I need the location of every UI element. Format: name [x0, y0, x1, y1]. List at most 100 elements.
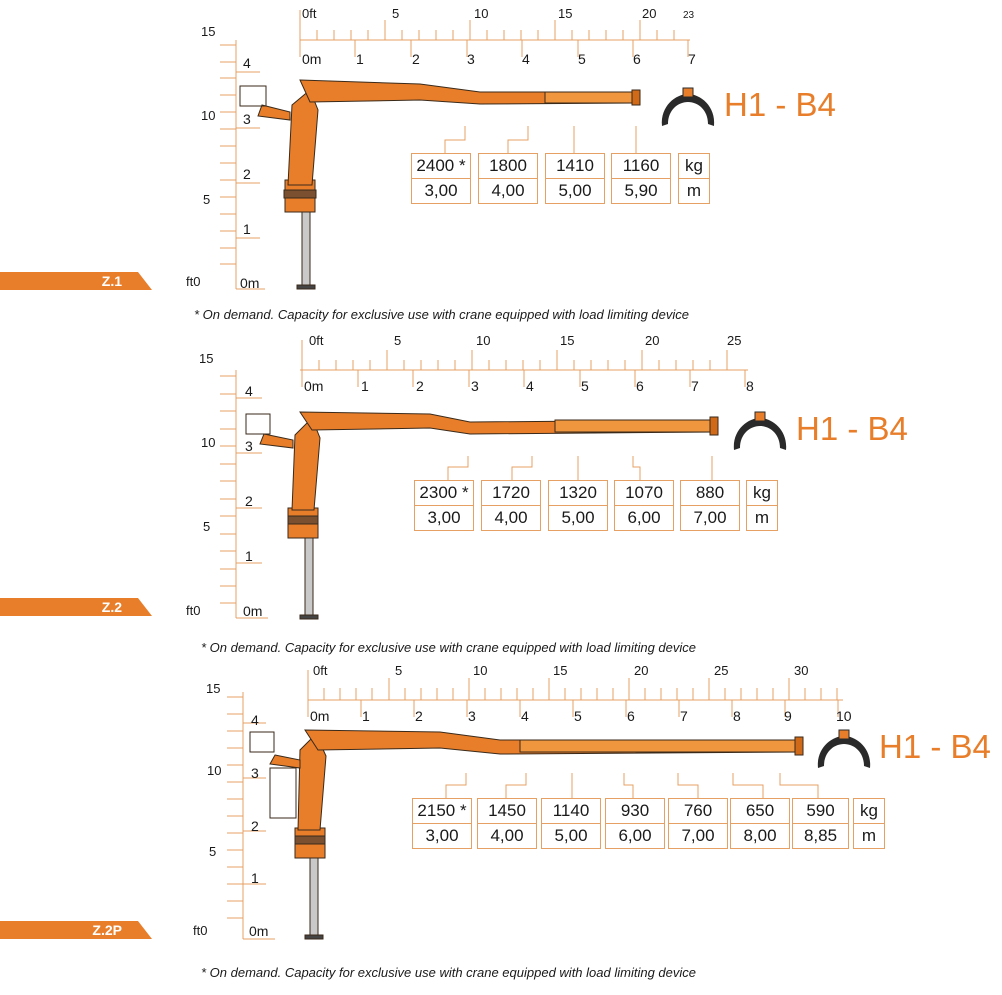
ft-label: 15 — [560, 333, 574, 348]
ft-label: 10 — [207, 763, 221, 778]
model-tag-z2p: Z.2P — [0, 921, 152, 939]
capacity-cell: 2300 * 3,00 — [414, 480, 474, 531]
capacity-cell: 2400 * 3,00 — [411, 153, 471, 204]
m-label: 7 — [680, 708, 688, 724]
capacity-cell: 590 8,85 — [792, 798, 849, 849]
ft-label: 0ft — [313, 663, 328, 678]
reach-value: 3,00 — [425, 826, 459, 845]
reach-value: 3,00 — [424, 181, 458, 200]
m-label: 2 — [243, 166, 251, 182]
m-label: 1 — [361, 378, 369, 394]
capacity-cell: 1070 6,00 — [614, 480, 674, 531]
crane-illustration — [249, 729, 804, 940]
unit-kg: kg — [854, 799, 884, 824]
capacity-cell: 1800 4,00 — [478, 153, 538, 204]
unit-m: m — [686, 181, 702, 200]
ft-label: 15 — [199, 351, 213, 366]
ft-label: 0ft — [302, 6, 317, 21]
m-label: 2 — [245, 493, 253, 509]
ft-label: 0ft — [309, 333, 324, 348]
ft-label: 5 — [203, 192, 210, 207]
m-label: 3 — [467, 51, 475, 67]
footnote: * On demand. Capacity for exclusive use … — [201, 640, 696, 655]
ft-label: 15 — [206, 681, 220, 696]
load-value: 760 — [669, 799, 727, 824]
crane-diagram-z2: 15 10 5 ft0 4 3 2 1 0m 0ft 5 10 15 20 25… — [186, 333, 754, 620]
model-tag-label: Z.2P — [92, 922, 122, 938]
m-label: 0m — [243, 603, 262, 619]
load-value: 2150 * — [413, 799, 471, 824]
crane-diagram-z2p: 15 10 5 ft0 4 3 2 1 0m 0ft 5 10 15 20 25… — [193, 663, 852, 940]
m-label: 2 — [416, 378, 424, 394]
grapple-icon — [728, 410, 792, 457]
unit-m: m — [861, 826, 877, 845]
load-value: 1720 — [482, 481, 540, 506]
ft-label: 15 — [553, 663, 567, 678]
m-label: 8 — [733, 708, 741, 724]
capacity-cell: 1160 5,90 — [611, 153, 671, 204]
capacity-cell: 1320 5,00 — [548, 480, 608, 531]
reach-value: 4,00 — [494, 508, 528, 527]
ft-label: 10 — [201, 108, 215, 123]
capacity-cell: 1410 5,00 — [545, 153, 605, 204]
model-tag-z1: Z.1 — [0, 272, 152, 290]
crane-illustration — [245, 411, 719, 620]
m-label: 2 — [251, 818, 259, 834]
m-label: 1 — [356, 51, 364, 67]
m-label: 8 — [746, 378, 754, 394]
reach-value: 4,00 — [491, 181, 525, 200]
m-label: 0m — [310, 708, 329, 724]
ft-label: 30 — [794, 663, 808, 678]
load-value: 590 — [793, 799, 848, 824]
ft-label: 25 — [714, 663, 728, 678]
unit-cell: kg m — [853, 798, 885, 849]
reach-value: 7,00 — [693, 508, 727, 527]
model-label: H1 - B4 — [796, 410, 908, 447]
ft-label: ft0 — [193, 923, 207, 938]
m-label: 4 — [251, 712, 259, 728]
capacity-cell: 760 7,00 — [668, 798, 728, 849]
unit-cell: kg m — [678, 153, 710, 204]
ft-label: 5 — [392, 6, 399, 21]
ft-label: 20 — [645, 333, 659, 348]
m-label: 4 — [243, 55, 251, 71]
reach-value: 5,00 — [554, 826, 588, 845]
crane-diagram-z1: 15 10 5 ft0 4 3 2 1 0m 0ft 5 10 15 20 23… — [186, 6, 696, 291]
load-value: 1070 — [615, 481, 673, 506]
ft-label: 15 — [201, 24, 215, 39]
m-label: 3 — [243, 111, 251, 127]
m-label: 0m — [304, 378, 323, 394]
load-value: 930 — [606, 799, 664, 824]
unit-cell: kg m — [746, 480, 778, 531]
m-label: 1 — [243, 221, 251, 237]
m-label: 2 — [415, 708, 423, 724]
m-label: 3 — [251, 765, 259, 781]
ft-label: 5 — [395, 663, 402, 678]
chart-panel-z2p: 15 10 5 ft0 4 3 2 1 0m 0ft 5 10 15 20 25… — [0, 660, 1002, 995]
m-label: 4 — [522, 51, 530, 67]
capacity-cell: 1720 4,00 — [481, 480, 541, 531]
reach-value: 5,00 — [558, 181, 592, 200]
load-value: 1160 — [612, 154, 670, 179]
chart-panel-z1: 15 10 5 ft0 4 3 2 1 0m 0ft 5 10 15 20 23… — [0, 0, 1002, 325]
reach-value: 8,00 — [743, 826, 777, 845]
ft-label: 25 — [727, 333, 741, 348]
m-label: 7 — [691, 378, 699, 394]
unit-kg: kg — [679, 154, 709, 179]
footnote: * On demand. Capacity for exclusive use … — [194, 307, 689, 322]
chart-panel-z2: 15 10 5 ft0 4 3 2 1 0m 0ft 5 10 15 20 25… — [0, 330, 1002, 660]
ft-label: 20 — [642, 6, 656, 21]
ft-label: 10 — [474, 6, 488, 21]
reach-value: 8,85 — [803, 826, 838, 845]
unit-m: m — [754, 508, 770, 527]
ft-label: 23 — [683, 10, 695, 21]
model-tag-label: Z.2 — [101, 599, 122, 615]
reach-value: 5,00 — [561, 508, 595, 527]
model-tag-label: Z.1 — [101, 273, 122, 289]
load-value: 2400 * — [412, 154, 470, 179]
capacity-cell: 1140 5,00 — [541, 798, 601, 849]
capacity-cell: 2150 * 3,00 — [412, 798, 472, 849]
m-label: 0m — [249, 923, 268, 939]
model-tag-z2: Z.2 — [0, 598, 152, 616]
m-label: 6 — [633, 51, 641, 67]
